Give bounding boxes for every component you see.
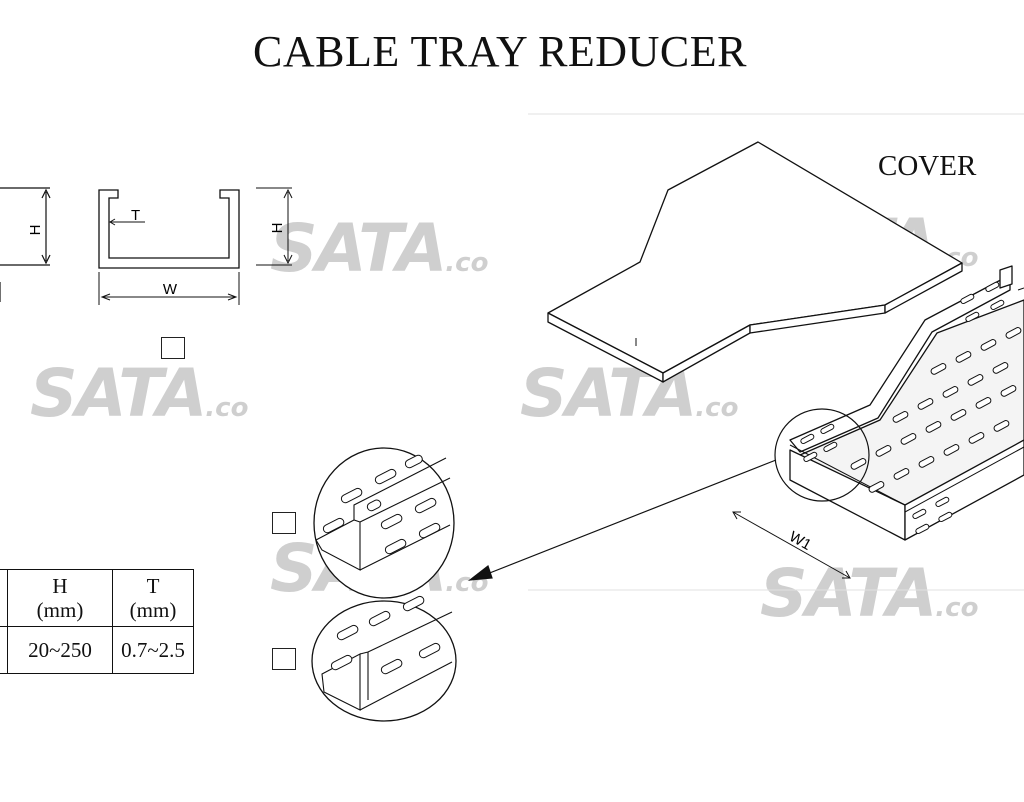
header-unit: (mm) [129,598,177,622]
header-symbol: T [146,574,160,598]
table-row: 20~250 0.7~2.5 [0,626,194,674]
dim-label-h: H [27,225,44,236]
table-cell-cut [0,569,8,627]
checkbox-option-c[interactable] [272,648,296,670]
dim-label-w: W [163,281,178,298]
watermark: SATA.co [760,555,979,632]
dim-label-t: T [131,207,140,224]
table-header-t: T (mm) [112,569,194,627]
table-header-h: H (mm) [7,569,113,627]
dim-label-w1: W1 [786,528,814,554]
watermark: SATA.co [30,355,249,432]
cover-label: COVER [878,150,977,182]
header-symbol: H [52,574,68,598]
u-profile [98,187,293,305]
detail-leader-arrow [468,459,777,581]
header-unit: (mm) [36,598,84,622]
profile-left-partial [0,187,51,302]
checkbox-option-a[interactable] [161,337,185,359]
detail-view-lower [311,595,457,722]
w1-dimension [732,511,851,579]
detail-view-upper [313,447,455,599]
detail-circle-marker [774,408,870,502]
table-cell-cut [0,626,8,674]
cover-drawing [547,141,963,383]
checkbox-option-b[interactable] [272,512,296,534]
table-header-row: H (mm) T (mm) [0,569,194,627]
table-cell-t: 0.7~2.5 [112,626,194,674]
tray-slots [800,281,1022,535]
dim-label-h-right: H [269,223,286,234]
watermark: SATA.co [270,210,489,287]
page-title: CABLE TRAY REDUCER [253,27,747,76]
table-cell-h: 20~250 [7,626,113,674]
spec-table: H (mm) T (mm) 20~250 0.7~2.5 [0,569,194,674]
